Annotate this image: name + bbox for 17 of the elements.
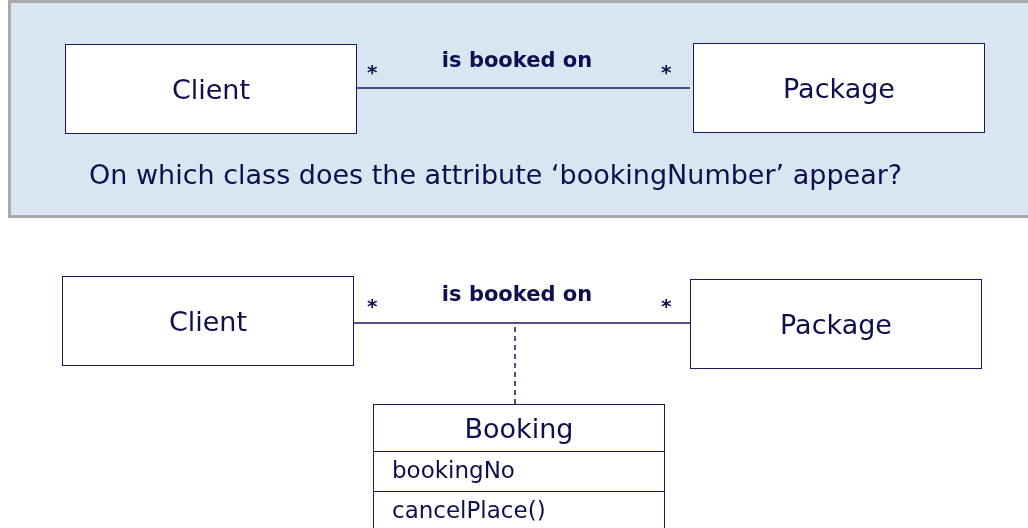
multiplicity-label: * — [367, 294, 378, 318]
multiplicity-label: * — [367, 60, 378, 84]
operation-text: cancelPlace() — [392, 497, 546, 523]
question-text: On which class does the attribute ‘bookingNumber’ appear? — [89, 159, 903, 190]
attribute-text: bookingNo — [392, 457, 515, 483]
edge-label: is booked on — [441, 48, 593, 72]
question-panel — [8, 0, 1028, 218]
class-box: Client — [65, 44, 357, 134]
class-name: Booking — [463, 413, 575, 444]
association-class-box — [373, 404, 665, 528]
edge-label: is booked on — [441, 282, 593, 306]
multiplicity-label: * — [661, 294, 672, 318]
class-box: Package — [690, 279, 982, 369]
class-box: Package — [693, 43, 985, 133]
class-box: Client — [62, 276, 354, 366]
association-line — [353, 322, 691, 324]
multiplicity-label: * — [661, 60, 672, 84]
